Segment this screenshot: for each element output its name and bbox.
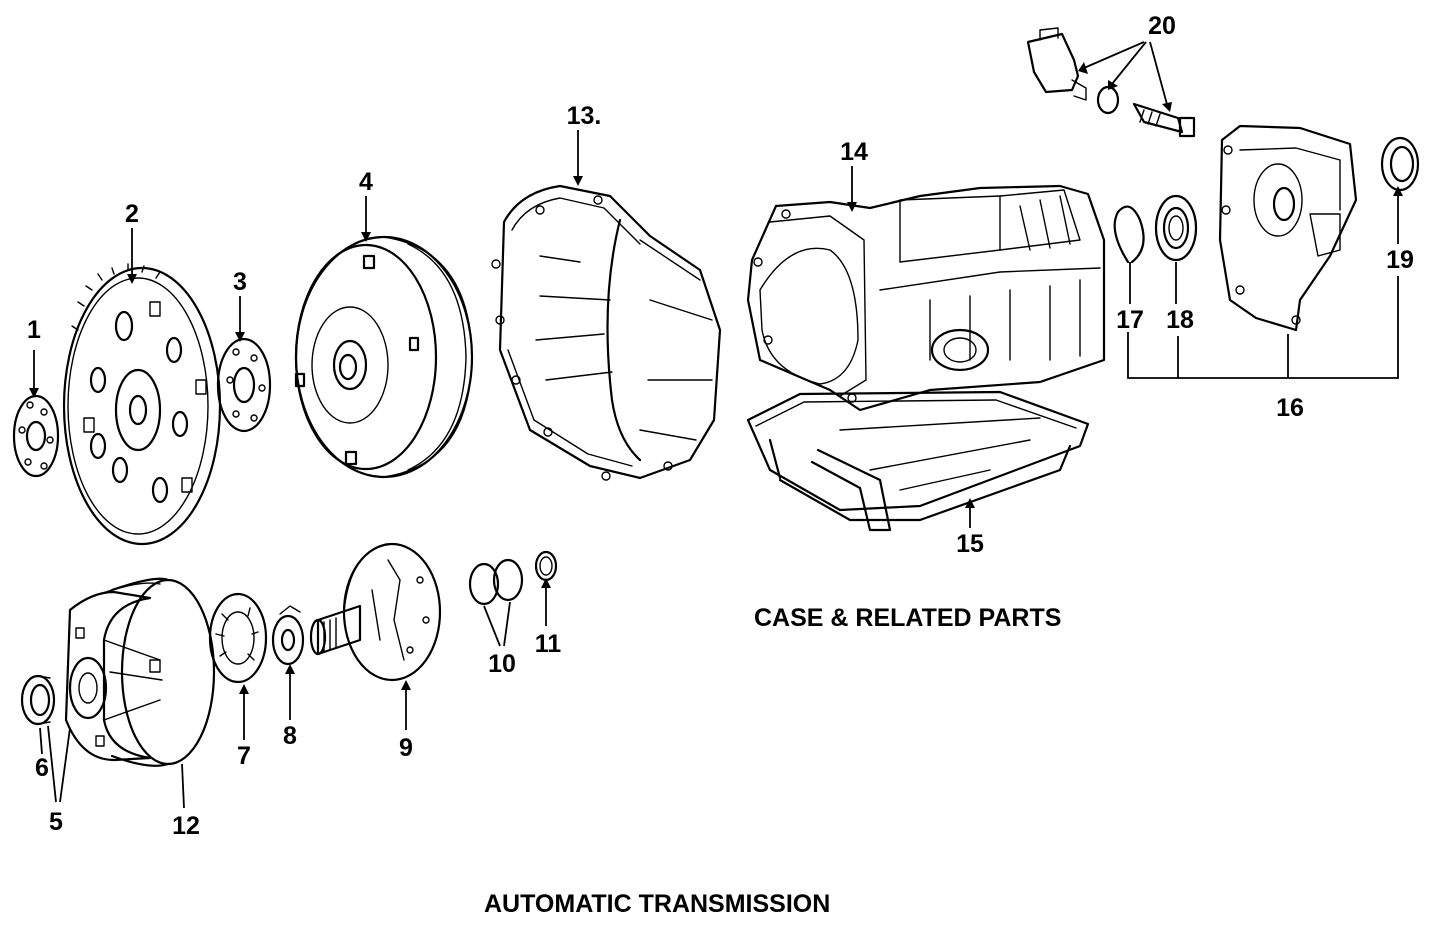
callout-19: 19 bbox=[1386, 246, 1414, 274]
callout-11: 11 bbox=[535, 630, 562, 658]
part-16-extension-housing[interactable] bbox=[1218, 124, 1358, 332]
part-5-12-oil-pump[interactable] bbox=[64, 577, 216, 767]
part-6-front-seal[interactable] bbox=[20, 674, 56, 726]
part-8-thrust-washer[interactable] bbox=[271, 605, 305, 666]
part-3-spacer-plate[interactable] bbox=[216, 337, 272, 433]
callout-20: 20 bbox=[1148, 12, 1176, 40]
part-11-seal-ring[interactable] bbox=[534, 550, 558, 582]
callout-1: 1 bbox=[27, 316, 41, 344]
part-10-seal-rings[interactable] bbox=[468, 558, 524, 606]
callout-2: 2 bbox=[125, 200, 139, 228]
part-19-rear-seal[interactable] bbox=[1380, 136, 1420, 192]
callout-6: 6 bbox=[35, 754, 49, 782]
callout-13: 13. bbox=[567, 102, 602, 130]
callout-17: 17 bbox=[1116, 306, 1144, 334]
callout-18: 18 bbox=[1166, 306, 1194, 334]
part-20-speed-sensor[interactable] bbox=[1026, 27, 1196, 138]
section-caption: CASE & RELATED PARTS bbox=[754, 604, 1061, 632]
part-7-pump-gear[interactable] bbox=[208, 592, 268, 684]
part-14-transmission-case[interactable] bbox=[746, 184, 1106, 412]
callout-4: 4 bbox=[359, 168, 373, 196]
callout-16: 16 bbox=[1276, 394, 1304, 422]
callout-10: 10 bbox=[488, 650, 516, 678]
callout-12: 12 bbox=[172, 812, 200, 840]
part-1-spacer-plate[interactable] bbox=[12, 394, 60, 478]
part-17-snap-ring[interactable] bbox=[1113, 205, 1145, 264]
callout-15: 15 bbox=[956, 530, 984, 558]
part-9-stator-support[interactable] bbox=[309, 542, 442, 682]
part-15-oil-pan[interactable] bbox=[746, 390, 1090, 532]
callout-5: 5 bbox=[49, 808, 63, 836]
part-13-converter-housing[interactable] bbox=[491, 184, 722, 481]
callout-8: 8 bbox=[283, 722, 297, 750]
part-4-torque-converter[interactable] bbox=[294, 235, 474, 479]
callout-14: 14 bbox=[840, 138, 868, 166]
part-2-flywheel-ring-gear[interactable] bbox=[62, 263, 222, 546]
callout-9: 9 bbox=[399, 734, 413, 762]
callout-3: 3 bbox=[233, 268, 247, 296]
leader-lines bbox=[29, 41, 1403, 809]
part-18-bearing[interactable] bbox=[1154, 194, 1198, 262]
diagram-title: AUTOMATIC TRANSMISSION bbox=[484, 890, 830, 918]
callout-7: 7 bbox=[237, 742, 251, 770]
callout-numbers: 1 2 3 4 5 6 7 8 9 10 11 12 13. 14 15 16 … bbox=[27, 12, 1414, 840]
